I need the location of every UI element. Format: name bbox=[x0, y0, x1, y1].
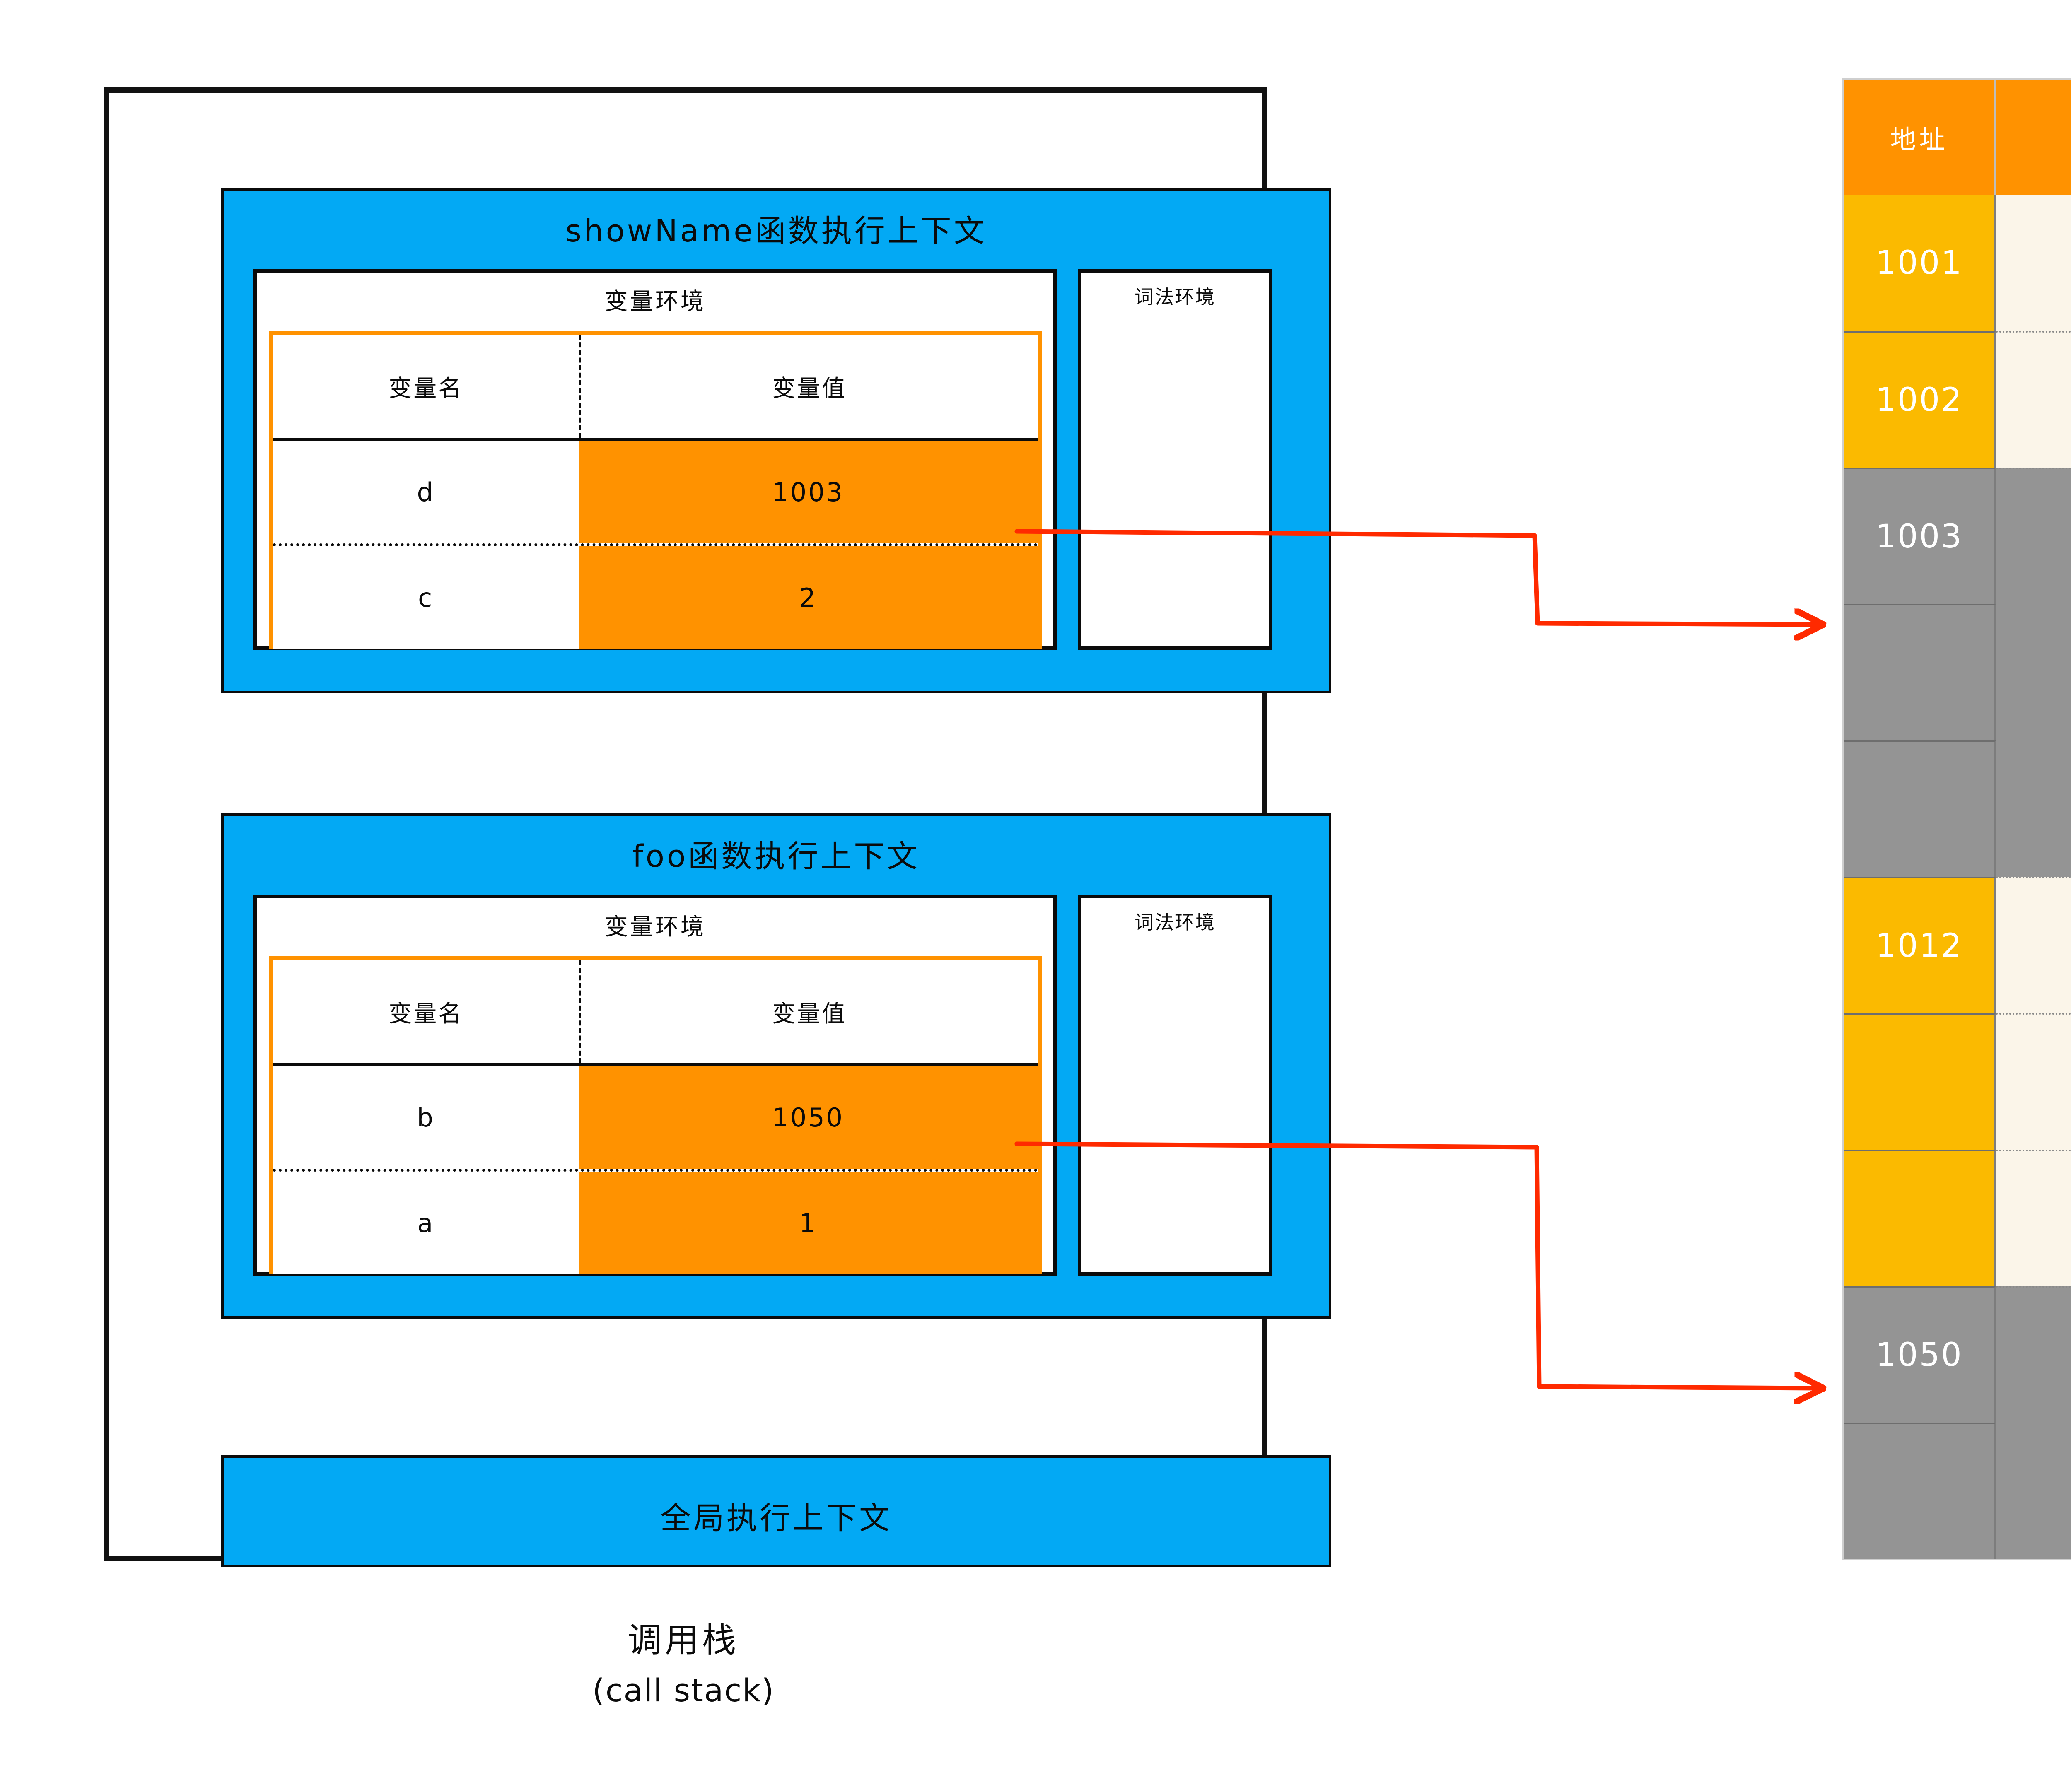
execution-context-title: 全局执行上下文 bbox=[660, 1500, 892, 1536]
heap-address bbox=[1844, 1422, 1996, 1559]
heap-table: 地址 值 1001 1002 1003 {name:“极客时间”} 1012 1… bbox=[1842, 78, 2071, 1560]
lexical-environment-title: 词法环境 bbox=[1134, 286, 1216, 308]
heap-row bbox=[1844, 1013, 2071, 1150]
variable-table-foo: 变量名 变量值 b 1050 a 1 bbox=[269, 956, 1042, 1274]
variable-row: c 2 bbox=[273, 543, 1038, 649]
heap-value bbox=[1996, 195, 2071, 331]
execution-context-showname[interactable]: showName函数执行上下文 变量环境 变量名 变量值 d 1003 c 2 … bbox=[221, 188, 1331, 693]
variable-name: b bbox=[273, 1066, 579, 1169]
heap-caption-cn: 堆空间 bbox=[1980, 1619, 2071, 1662]
variable-name: a bbox=[273, 1172, 579, 1274]
heap-address bbox=[1844, 740, 1996, 877]
heap-caption: 堆空间 (heap) bbox=[1980, 1619, 2071, 1712]
column-header-name: 变量名 bbox=[273, 960, 582, 1063]
call-stack-caption-cn: 调用栈 bbox=[627, 1621, 739, 1660]
heap-value bbox=[1996, 877, 2071, 1013]
lexical-environment-title: 词法环境 bbox=[1134, 911, 1216, 933]
heap-value bbox=[1996, 467, 2071, 604]
call-stack-caption-en: (call stack) bbox=[592, 1671, 775, 1709]
heap-value: {name:“极客时间”} bbox=[1996, 604, 2071, 740]
heap-row: 1001 bbox=[1844, 195, 2071, 331]
heap-table-header: 地址 值 bbox=[1844, 80, 2071, 195]
heap-address bbox=[1844, 604, 1996, 740]
heap-row: 1003 bbox=[1844, 467, 2071, 604]
heap-address: 1002 bbox=[1844, 331, 1996, 468]
execution-context-title: foo函数执行上下文 bbox=[632, 839, 920, 874]
variable-table-header: 变量名 变量值 bbox=[273, 335, 1038, 441]
lexical-environment-showname: 词法环境 bbox=[1078, 269, 1272, 650]
heap-row: 1002 bbox=[1844, 331, 2071, 468]
lexical-environment-foo: 词法环境 bbox=[1078, 895, 1272, 1276]
variable-value: 2 bbox=[579, 546, 1038, 649]
execution-context-global[interactable]: 全局执行上下文 bbox=[221, 1455, 1331, 1567]
call-stack-container: showName函数执行上下文 变量环境 变量名 变量值 d 1003 c 2 … bbox=[104, 87, 1331, 1567]
variable-value: 1050 bbox=[579, 1066, 1038, 1169]
heap-row bbox=[1844, 1149, 2071, 1286]
variable-environment-foo: 变量环境 变量名 变量值 b 1050 a 1 bbox=[253, 895, 1057, 1276]
heap-address bbox=[1844, 1149, 1996, 1286]
heap-address: 1001 bbox=[1844, 195, 1996, 331]
heap-value bbox=[1996, 1013, 2071, 1150]
heap-column-header-value: 值 bbox=[1996, 80, 2071, 195]
heap-row: 1050 bbox=[1844, 1286, 2071, 1423]
variable-row: b 1050 bbox=[273, 1066, 1038, 1169]
variable-row: a 1 bbox=[273, 1169, 1038, 1274]
variable-name: c bbox=[273, 546, 579, 649]
heap-column-header-address: 地址 bbox=[1844, 80, 1996, 195]
variable-value: 1003 bbox=[579, 441, 1038, 543]
heap-row: 1012 bbox=[1844, 877, 2071, 1013]
heap-address: 1050 bbox=[1844, 1286, 1996, 1423]
heap-address: 1012 bbox=[1844, 877, 1996, 1013]
column-header-value: 变量值 bbox=[581, 335, 1038, 438]
execution-context-foo[interactable]: foo函数执行上下文 变量环境 变量名 变量值 b 1050 a 1 词法环境 bbox=[221, 813, 1331, 1319]
variable-environment-title: 变量环境 bbox=[605, 914, 706, 941]
variable-environment-title: 变量环境 bbox=[605, 288, 706, 315]
variable-table-header: 变量名 变量值 bbox=[273, 960, 1038, 1066]
call-stack-caption: 调用栈 (call stack) bbox=[393, 1619, 973, 1712]
heap-address: 1003 bbox=[1844, 467, 1996, 604]
heap-value bbox=[1996, 331, 2071, 468]
heap-value: {name:“极客邦”} bbox=[1996, 1422, 2071, 1559]
heap-value bbox=[1996, 1286, 2071, 1423]
heap-row bbox=[1844, 740, 2071, 877]
heap-value bbox=[1996, 740, 2071, 877]
variable-row: d 1003 bbox=[273, 441, 1038, 543]
column-header-name: 变量名 bbox=[273, 335, 582, 438]
variable-name: d bbox=[273, 441, 579, 543]
execution-context-title: showName函数执行上下文 bbox=[565, 213, 987, 249]
heap-row: {name:“极客邦”} bbox=[1844, 1422, 2071, 1559]
column-header-value: 变量值 bbox=[581, 960, 1038, 1063]
variable-table-showname: 变量名 变量值 d 1003 c 2 bbox=[269, 331, 1042, 649]
heap-value bbox=[1996, 1149, 2071, 1286]
variable-environment-showname: 变量环境 变量名 变量值 d 1003 c 2 bbox=[253, 269, 1057, 650]
heap-address bbox=[1844, 1013, 1996, 1150]
heap-row: {name:“极客时间”} bbox=[1844, 604, 2071, 740]
variable-value: 1 bbox=[579, 1172, 1038, 1274]
heap-caption-en: (heap) bbox=[1980, 1669, 2071, 1712]
